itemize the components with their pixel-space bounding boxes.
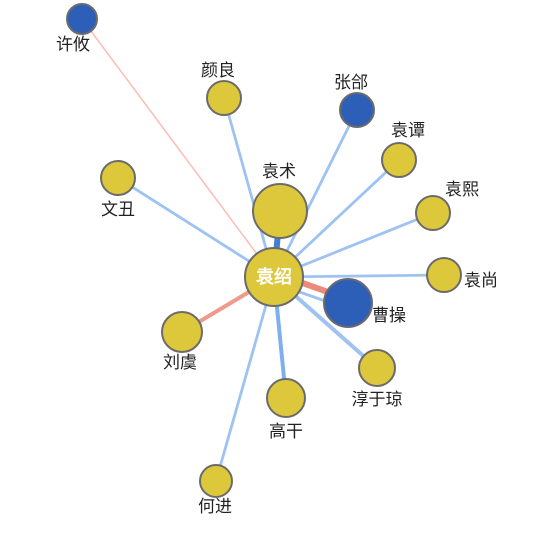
- edge-alliance-hejin: [214, 276, 276, 482]
- node-wenchou[interactable]: 文丑: [100, 160, 136, 220]
- node-circle-yanliang[interactable]: [206, 80, 242, 116]
- center-node-label: 袁绍: [255, 266, 292, 288]
- node-label-caocao: 曹操: [372, 306, 406, 326]
- node-label-yuanshu: 袁术: [262, 162, 296, 182]
- node-yuanshu[interactable]: 袁术: [252, 162, 308, 239]
- node-circle-caocao[interactable]: [323, 278, 373, 328]
- node-label-gaogan: 高干: [269, 422, 303, 442]
- node-circle-liuyu[interactable]: [161, 311, 203, 353]
- node-yuanxi[interactable]: 袁熙: [415, 180, 479, 231]
- node-yuanshang[interactable]: 袁尚: [426, 257, 498, 293]
- node-circle-xuyou[interactable]: [66, 3, 98, 35]
- edge-conflict-xuyou: [81, 18, 275, 278]
- node-center-yuanshao[interactable]: 袁绍: [244, 247, 304, 307]
- node-circle-chunyuqiong[interactable]: [358, 349, 396, 387]
- node-label-yanliang: 颜良: [201, 61, 235, 81]
- node-circle-yuantan[interactable]: [381, 142, 417, 178]
- node-circle-yuanshang[interactable]: [426, 257, 462, 293]
- node-label-yuanshang: 袁尚: [464, 271, 498, 291]
- node-gaogan[interactable]: 高干: [266, 378, 306, 442]
- node-label-hejin: 何进: [198, 497, 232, 517]
- edge-alliance-zhanghe: [272, 109, 359, 278]
- node-label-zhanghe: 张郃: [334, 73, 368, 93]
- node-liuyu[interactable]: 刘虞: [161, 311, 203, 373]
- node-label-chunyuqiong: 淳于琼: [352, 390, 403, 410]
- node-circle-zhanghe[interactable]: [339, 92, 375, 128]
- node-chunyuqiong[interactable]: 淳于琼: [352, 349, 403, 410]
- edge-alliance-wenchou: [117, 176, 275, 279]
- node-caocao[interactable]: 曹操: [323, 278, 406, 328]
- node-hejin[interactable]: 何进: [198, 464, 233, 517]
- node-label-liuyu: 刘虞: [163, 353, 197, 373]
- node-zhanghe[interactable]: 张郃: [334, 73, 375, 128]
- node-circle-hejin[interactable]: [199, 464, 233, 498]
- node-label-wenchou: 文丑: [101, 200, 135, 220]
- node-label-yuantan: 袁谭: [391, 121, 425, 141]
- node-label-yuanxi: 袁熙: [445, 180, 479, 200]
- node-circle-yuanxi[interactable]: [415, 195, 451, 231]
- edge-alliance-yanliang: [222, 97, 276, 278]
- node-xuyou[interactable]: 许攸: [56, 3, 98, 55]
- node-yanliang[interactable]: 颜良: [201, 61, 242, 116]
- node-circle-wenchou[interactable]: [100, 160, 136, 196]
- node-label-xuyou: 许攸: [56, 35, 90, 55]
- center-node-circle[interactable]: [244, 247, 304, 307]
- node-circle-gaogan[interactable]: [266, 378, 306, 418]
- node-circle-yuanshu[interactable]: [252, 183, 308, 239]
- node-yuantan[interactable]: 袁谭: [381, 121, 425, 178]
